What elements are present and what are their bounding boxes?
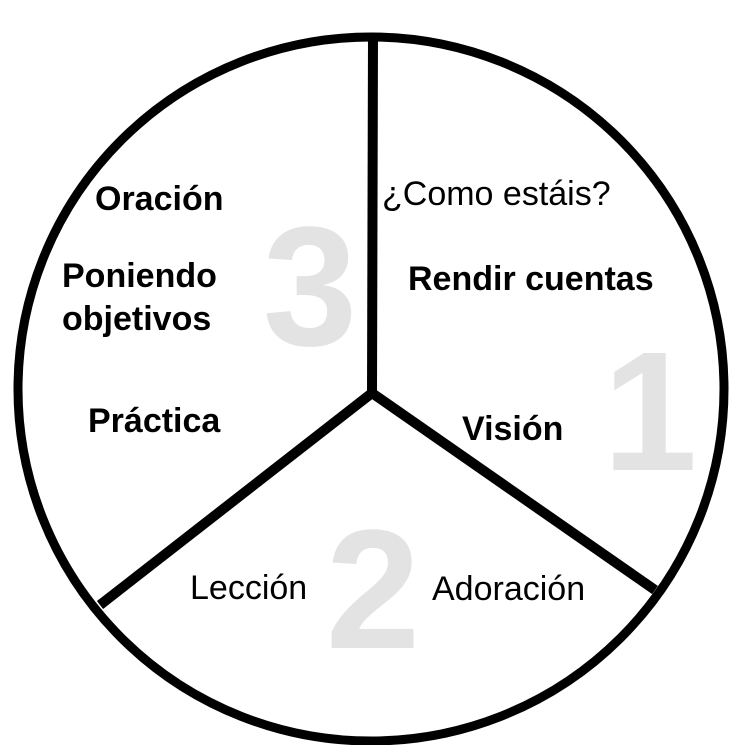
segment-number-1: 1: [603, 317, 698, 507]
divider-top: [367, 35, 378, 394]
divider-lower-left: [96, 389, 376, 609]
divider-lower-right: [369, 388, 658, 595]
label-vision: Visión: [462, 410, 563, 448]
label-poniendo: Poniendo: [62, 257, 217, 295]
label-oracion: Oración: [95, 180, 223, 218]
label-objetivos: objetivos: [62, 300, 211, 338]
segment-number-2: 2: [326, 495, 421, 685]
label-como-estais: ¿Como estáis?: [382, 175, 611, 213]
label-adoracion: Adoración: [432, 570, 585, 608]
label-rendir-cuentas: Rendir cuentas: [408, 260, 654, 298]
segment-number-3: 3: [263, 192, 358, 382]
label-practica: Práctica: [88, 402, 221, 440]
label-leccion: Lección: [190, 569, 307, 607]
